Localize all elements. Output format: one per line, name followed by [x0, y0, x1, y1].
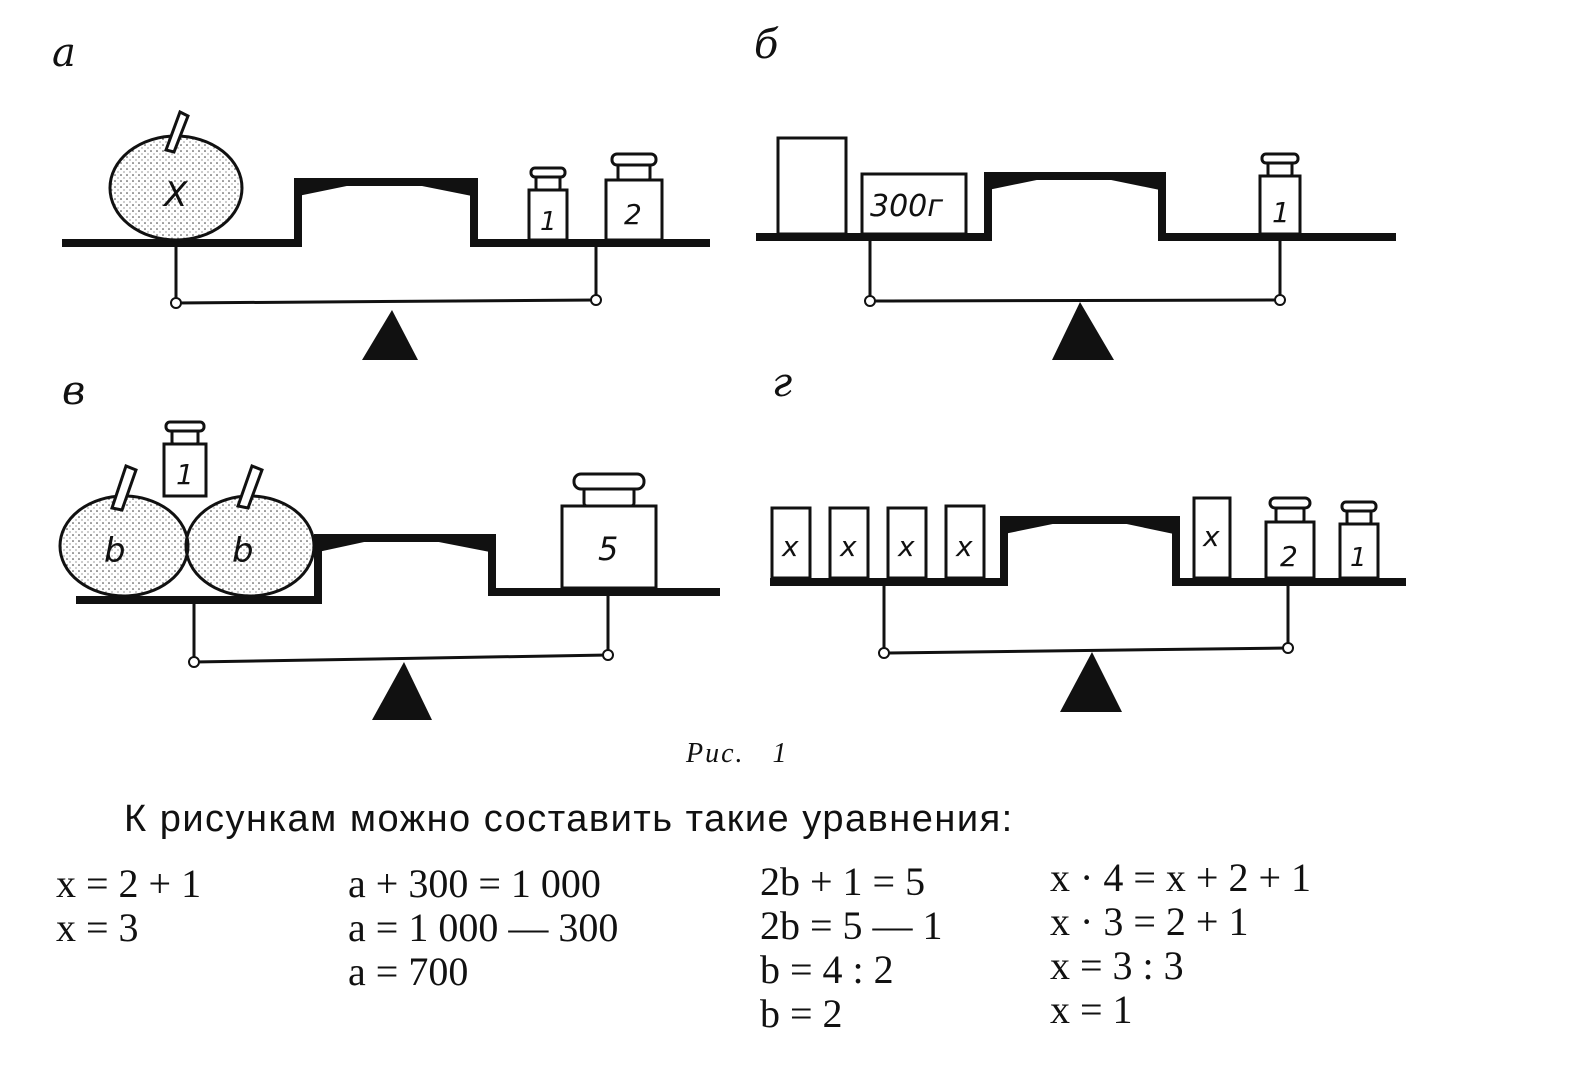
panel-letter-a: а	[52, 30, 76, 76]
equation-line: x = 3 : 3	[1050, 943, 1184, 988]
scale-g-pointer-right	[1098, 518, 1174, 534]
scale-a-pointer-right	[392, 180, 472, 196]
weight-label: 1	[176, 458, 194, 491]
equations-column-a: x = 2 + 1 x = 3	[56, 862, 201, 950]
equation-line: x = 1	[1050, 987, 1133, 1032]
weight-icon: 1	[1258, 152, 1302, 236]
apple-label-b: b	[232, 531, 254, 571]
equation-line: a = 1 000 — 300	[348, 905, 619, 950]
weight-icon: 1	[1338, 500, 1380, 580]
weight-icon: 2	[1264, 496, 1316, 580]
unknown-box: x	[944, 504, 986, 580]
weight-icon: 1	[527, 166, 569, 242]
weight-label: 5	[598, 530, 618, 568]
panel-letter-g: г	[772, 360, 793, 406]
unknown-box: x	[770, 506, 812, 580]
unknown-box: x	[886, 506, 928, 580]
weight-label: 1	[1272, 196, 1290, 229]
scale-v: b b 1 5	[58, 420, 720, 720]
scale-a-fulcrum	[362, 310, 418, 360]
weight-label: 1	[540, 207, 557, 237]
balance-figure: X 1 2 300г	[58, 109, 1406, 720]
unknown-box: x	[828, 506, 870, 580]
apple-icon: b	[58, 464, 190, 598]
intro-text: К рисункам можно составить такие уравнен…	[124, 798, 1014, 840]
equations-column-g: x · 4 = x + 2 + 1 x · 3 = 2 + 1 x = 3 : …	[1050, 856, 1311, 1032]
box-label: x	[1202, 520, 1220, 553]
scale-v-beam	[76, 534, 720, 604]
weight-label: 1	[1350, 543, 1367, 573]
scale-b-beam	[756, 172, 1396, 241]
weight-label: 2	[1280, 540, 1298, 573]
apple-label-x: X	[162, 175, 188, 215]
equation-line: x · 4 = x + 2 + 1	[1050, 855, 1311, 900]
box-label: x	[839, 530, 857, 563]
equation-line: a + 300 = 1 000	[348, 861, 601, 906]
weight-icon: 5	[560, 472, 658, 590]
box-label: x	[897, 530, 915, 563]
equation-line: 2b = 5 — 1	[760, 903, 943, 948]
equations-column-v: 2b + 1 = 5 2b = 5 — 1 b = 4 : 2 b = 2	[760, 860, 943, 1036]
scale-a: X 1 2	[62, 109, 710, 360]
box-label: x	[955, 530, 973, 563]
scale-g-pointer-left	[1004, 518, 1082, 534]
scale-b-fulcrum	[1052, 302, 1114, 360]
weight-icon: 2	[604, 152, 664, 242]
unknown-box: x	[1192, 496, 1232, 580]
unknown-box	[776, 136, 848, 236]
apple-label-b: b	[104, 531, 126, 571]
scale-v-pointer-right	[408, 536, 490, 552]
equation-line: b = 4 : 2	[760, 947, 894, 992]
panel-letter-b: б	[754, 22, 779, 68]
equation-line: x · 3 = 2 + 1	[1050, 899, 1249, 944]
scale-v-fulcrum	[372, 662, 432, 720]
scale-g-beam	[770, 516, 1406, 586]
figure-caption: Рис. 1	[686, 738, 789, 770]
panel-letter-v: в	[62, 368, 86, 414]
box-label: x	[781, 530, 799, 563]
apple-icon: X	[108, 109, 244, 242]
box-300g-label: 300г	[870, 189, 943, 224]
scale-g: x x x x x 2 1	[770, 496, 1406, 712]
equations-column-b: a + 300 = 1 000 a = 1 000 — 300 a = 700	[348, 862, 618, 994]
scale-a-pointer-left	[298, 180, 376, 196]
weight-icon: 1	[162, 420, 208, 498]
apple-icon: b	[184, 464, 316, 598]
caption-number: 1	[772, 738, 789, 769]
equation-line: b = 2	[760, 991, 843, 1036]
box-300g: 300г	[860, 172, 968, 236]
equation-line: x = 2 + 1	[56, 861, 202, 906]
scale-b-pointer-right	[1082, 174, 1160, 190]
scale-b-pointer-left	[988, 174, 1066, 190]
scale-a-beam	[62, 178, 710, 247]
scale-g-fulcrum	[1060, 652, 1122, 712]
equation-line: a = 700	[348, 949, 469, 994]
equation-line: 2b + 1 = 5	[760, 859, 926, 904]
scale-b: 300г 1	[756, 136, 1396, 360]
scale-v-pointer-left	[318, 536, 392, 552]
equation-line: x = 3	[56, 905, 139, 950]
weight-label: 2	[624, 198, 642, 231]
caption-prefix: Рис.	[686, 738, 745, 769]
